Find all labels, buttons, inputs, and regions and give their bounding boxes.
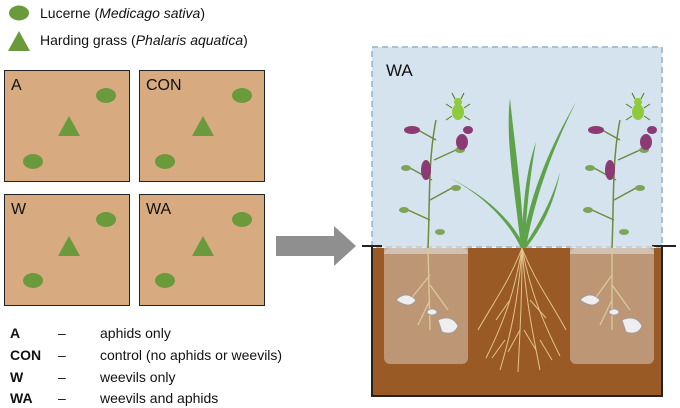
pot-label: WA	[386, 61, 413, 80]
lucerne-icon	[96, 88, 116, 103]
plot-label: WA	[146, 201, 172, 218]
lucerne-plant-left	[407, 119, 457, 249]
lucerne-icon	[155, 154, 175, 169]
lucerne-icon	[96, 212, 116, 227]
lucerne-icon	[232, 88, 252, 103]
plot-a: A	[4, 70, 130, 182]
key-code: A	[10, 325, 21, 341]
key-row-a: A – aphids only	[10, 325, 171, 341]
key-dash: –	[58, 325, 66, 341]
plot-label: A	[11, 77, 22, 94]
legend-grass: Harding grass (Phalaris aquatica)	[8, 31, 248, 51]
lucerne-flowers-right	[588, 126, 657, 180]
legend-grass-latin: Phalaris aquatica	[135, 32, 244, 48]
lucerne-roots	[409, 247, 631, 331]
lucerne-icon	[232, 212, 252, 227]
harding-grass-plant	[450, 98, 576, 248]
lucerne-flowers-left	[404, 126, 473, 180]
grass-symbol-icon	[8, 31, 30, 51]
key-desc: aphids only	[100, 325, 171, 341]
legend-lucerne-latin: Medicago sativa	[99, 5, 201, 21]
grass-roots	[477, 247, 567, 373]
pot-outline	[371, 246, 663, 397]
key-code: WA	[10, 390, 33, 406]
plot-w: W	[4, 194, 130, 306]
key-dash: –	[58, 347, 66, 363]
key-dash: –	[58, 390, 66, 406]
key-dash: –	[58, 369, 66, 385]
plot-label: CON	[146, 77, 182, 94]
plot-con: CON	[139, 70, 265, 182]
lucerne-symbol-icon	[8, 4, 30, 22]
pot-air-chamber	[371, 46, 663, 248]
key-desc: weevils and aphids	[100, 390, 219, 406]
lucerne-icon	[23, 154, 43, 169]
legend-lucerne-name: Lucerne	[40, 5, 91, 21]
plot-label: W	[11, 201, 27, 218]
aphid-icon	[445, 92, 471, 121]
key-desc: control (no aphids or weevils)	[100, 347, 283, 363]
key-desc: weevils only	[100, 369, 176, 385]
cage-top-left	[384, 246, 468, 254]
key-row-con: CON – control (no aphids or weevils)	[10, 347, 282, 363]
key-code: W	[10, 369, 24, 385]
grass-icon	[58, 116, 80, 136]
grass-icon	[192, 236, 214, 256]
key-row-wa: WA – weevils and aphids	[10, 390, 218, 406]
lucerne-icon	[23, 273, 43, 288]
root-cage-left	[384, 248, 468, 364]
legend-grass-name: Harding grass	[40, 32, 128, 48]
grass-icon	[192, 116, 214, 136]
plot-wa: WA	[139, 194, 265, 306]
grass-icon	[58, 236, 80, 256]
lucerne-plant-right	[591, 119, 641, 249]
key-row-w: W – weevils only	[10, 369, 175, 385]
aphid-icon	[625, 92, 651, 121]
weevil-larvae-icon	[395, 294, 643, 334]
key-code: CON	[10, 347, 42, 363]
lucerne-icon	[155, 273, 175, 288]
arrow-right-icon	[276, 226, 356, 266]
legend-lucerne: Lucerne (Medicago sativa)	[8, 4, 205, 22]
